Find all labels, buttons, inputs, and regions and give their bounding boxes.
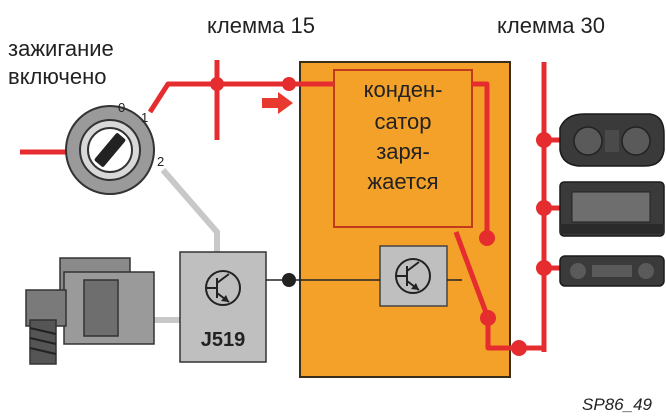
capacitor-label-line3: заря- xyxy=(376,139,430,164)
switch-position-0: 0 xyxy=(118,100,125,115)
radio-icon xyxy=(560,182,664,236)
instrument-cluster-icon xyxy=(560,114,664,166)
ignition-label-line2: включено xyxy=(8,64,107,89)
arrow-right-icon xyxy=(262,92,293,114)
terminal-30-label: клемма 30 xyxy=(497,13,605,38)
climate-panel-icon xyxy=(560,256,664,286)
j519-label: J519 xyxy=(201,329,246,351)
switch-position-1: 1 xyxy=(141,110,148,125)
capacitor-label-line1: конден- xyxy=(364,77,443,102)
switch-to-j519-wire xyxy=(163,170,217,252)
figure-id: SP86_49 xyxy=(582,395,652,414)
relay-transistor-box xyxy=(380,246,447,306)
switch-position-2: 2 xyxy=(157,154,164,169)
capacitor-label-line4: жается xyxy=(367,169,438,194)
terminal-15-label: клемма 15 xyxy=(207,13,315,38)
ignition-label-line1: зажигание xyxy=(8,36,114,61)
capacitor-label-line2: сатор xyxy=(374,109,431,134)
starter-motor-icon xyxy=(26,258,154,364)
